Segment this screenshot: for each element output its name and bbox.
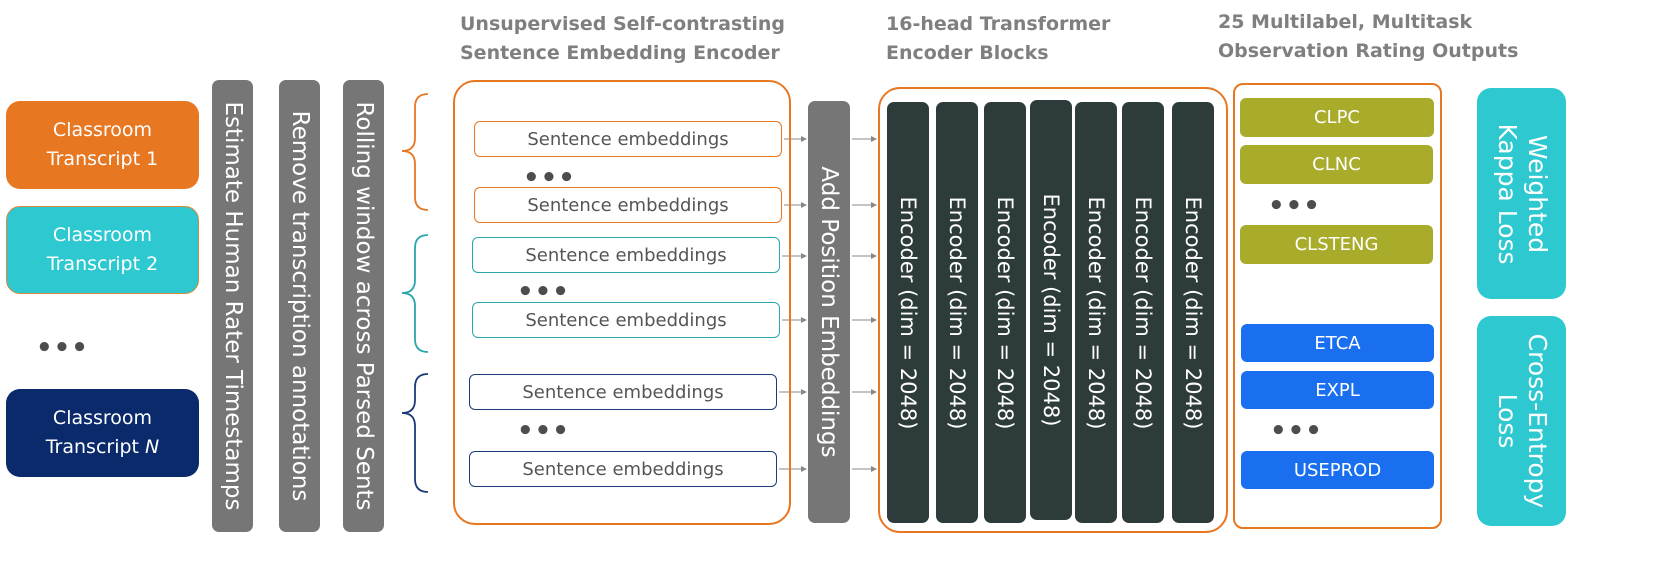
sentence-ellipsis-2: •••	[517, 277, 570, 307]
encoder-block-6-label: Encoder (dim = 2048)	[1131, 196, 1155, 429]
transcript-2-line2: Transcript 2	[46, 253, 159, 275]
weighted-kappa-loss: Weighted Kappa Loss	[1477, 88, 1566, 299]
transcript-n: Classroom Transcript N	[6, 389, 199, 477]
output-clnc: CLNC	[1240, 145, 1433, 184]
weighted-kappa-loss-line1: Weighted	[1522, 134, 1552, 253]
weighted-kappa-loss-line2: Kappa Loss	[1492, 122, 1522, 265]
encoder-block-1-label: Encoder (dim = 2048)	[896, 196, 920, 429]
outputs-heading-line1: 25 Multilabel, Multitask	[1218, 11, 1473, 33]
weighted-kappa-loss-label: Weighted Kappa Loss	[1492, 123, 1552, 264]
encoder-block-2-label: Encoder (dim = 2048)	[945, 196, 969, 429]
encoder-heading-line1: Unsupervised Self-contrasting	[460, 13, 786, 35]
encoder-block-7: Encoder (dim = 2048)	[1172, 102, 1214, 523]
transformer-group	[878, 87, 1228, 533]
outputs-group	[1233, 83, 1442, 529]
outputs-heading: 25 Multilabel, Multitask Observation Rat…	[1218, 8, 1518, 66]
sentence-embedding-1: Sentence embeddings	[474, 121, 782, 157]
sentence-encoder-group	[453, 80, 791, 525]
brace-orange	[401, 93, 429, 211]
step-remove-annotations: Remove transcription annotations	[279, 80, 320, 532]
sentence-ellipsis-1: •••	[523, 163, 576, 193]
transformer-heading: 16-head Transformer Encoder Blocks	[886, 10, 1110, 68]
step-rolling-window: Rolling window across Parsed Sents	[343, 80, 384, 532]
sentence-embedding-6: Sentence embeddings	[469, 451, 777, 487]
cross-entropy-loss-label: Cross-Entropy Loss	[1492, 334, 1552, 509]
ce-outputs-ellipsis: •••	[1270, 416, 1323, 446]
sentence-embedding-4: Sentence embeddings	[472, 302, 780, 338]
transformer-heading-line1: 16-head Transformer	[886, 13, 1111, 35]
cross-entropy-loss: Cross-Entropy Loss	[1477, 316, 1566, 526]
transcript-1-line2: Transcript 1	[46, 148, 159, 170]
brace-teal	[401, 234, 429, 353]
add-position-embeddings-label: Add Position Embeddings	[816, 166, 842, 458]
encoder-heading-line2: Sentence Embedding Encoder	[460, 42, 780, 64]
encoder-block-5-label: Encoder (dim = 2048)	[1084, 196, 1108, 429]
cross-entropy-loss-line1: Cross-Entropy	[1522, 333, 1552, 509]
transcript-2: Classroom Transcript 2	[6, 206, 199, 294]
output-clpc: CLPC	[1240, 98, 1434, 137]
outputs-heading-line2: Observation Rating Outputs	[1218, 40, 1519, 62]
encoder-heading: Unsupervised Self-contrasting Sentence E…	[460, 10, 785, 68]
transcripts-ellipsis: •••	[36, 333, 89, 363]
transcript-1: Classroom Transcript 1	[6, 101, 199, 189]
output-expl: EXPL	[1241, 371, 1434, 409]
output-etca: ETCA	[1241, 324, 1434, 362]
sentence-embedding-5: Sentence embeddings	[469, 374, 777, 410]
encoder-block-6: Encoder (dim = 2048)	[1122, 102, 1164, 523]
sentence-embedding-2: Sentence embeddings	[474, 187, 782, 223]
encoder-block-1: Encoder (dim = 2048)	[887, 102, 929, 523]
sentence-ellipsis-3: •••	[517, 416, 570, 446]
transcript-n-variable: N	[145, 436, 160, 458]
transcript-1-line1: Classroom	[52, 119, 153, 141]
brace-navy	[401, 373, 429, 493]
transcript-n-prefix: Transcript	[45, 436, 146, 458]
encoder-block-3: Encoder (dim = 2048)	[984, 102, 1026, 523]
transformer-heading-line2: Encoder Blocks	[886, 42, 1049, 64]
encoder-block-7-label: Encoder (dim = 2048)	[1181, 196, 1205, 429]
transcript-n-line1: Classroom	[52, 407, 153, 429]
encoder-block-3-label: Encoder (dim = 2048)	[993, 196, 1017, 429]
encoder-block-5: Encoder (dim = 2048)	[1075, 102, 1117, 523]
add-position-embeddings: Add Position Embeddings	[808, 101, 850, 523]
kappa-outputs-ellipsis: •••	[1268, 191, 1321, 221]
transcript-2-line1: Classroom	[52, 224, 153, 246]
step-estimate-timestamps: Estimate Human Rater Timestamps	[212, 80, 253, 532]
encoder-block-4: Encoder (dim = 2048)	[1030, 100, 1072, 520]
transcript-n-line2: Transcript N	[46, 433, 160, 462]
sentence-embedding-3: Sentence embeddings	[472, 237, 780, 273]
encoder-block-4-label: Encoder (dim = 2048)	[1039, 193, 1063, 427]
output-clsteng: CLSTENG	[1240, 225, 1433, 264]
cross-entropy-loss-line2: Loss	[1492, 393, 1522, 449]
encoder-block-2: Encoder (dim = 2048)	[936, 102, 978, 523]
output-useprod: USEPROD	[1241, 451, 1434, 489]
